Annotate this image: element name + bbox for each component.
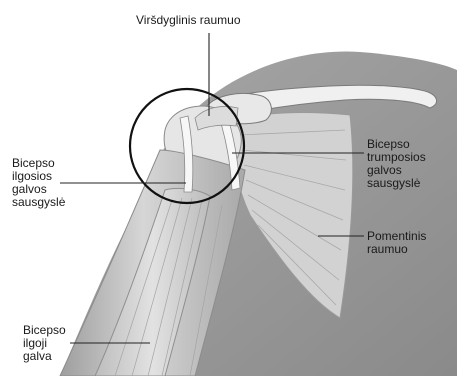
label-supraspinatus: Viršdyglinis raumuo: [136, 14, 241, 27]
label-subscapularis: Pomentinis raumuo: [367, 230, 426, 256]
label-line: raumuo: [367, 243, 426, 256]
label-line: sausgyslė: [12, 196, 65, 209]
label-line: sausgyslė: [367, 177, 426, 190]
label-long-head: Bicepso ilgoji galva: [23, 324, 66, 363]
label-line: galva: [23, 350, 66, 363]
label-long-head-tendon: Bicepso ilgosios galvos sausgyslė: [12, 157, 65, 209]
label-short-head-tendon: Bicepso trumposios galvos sausgyslė: [367, 138, 426, 190]
